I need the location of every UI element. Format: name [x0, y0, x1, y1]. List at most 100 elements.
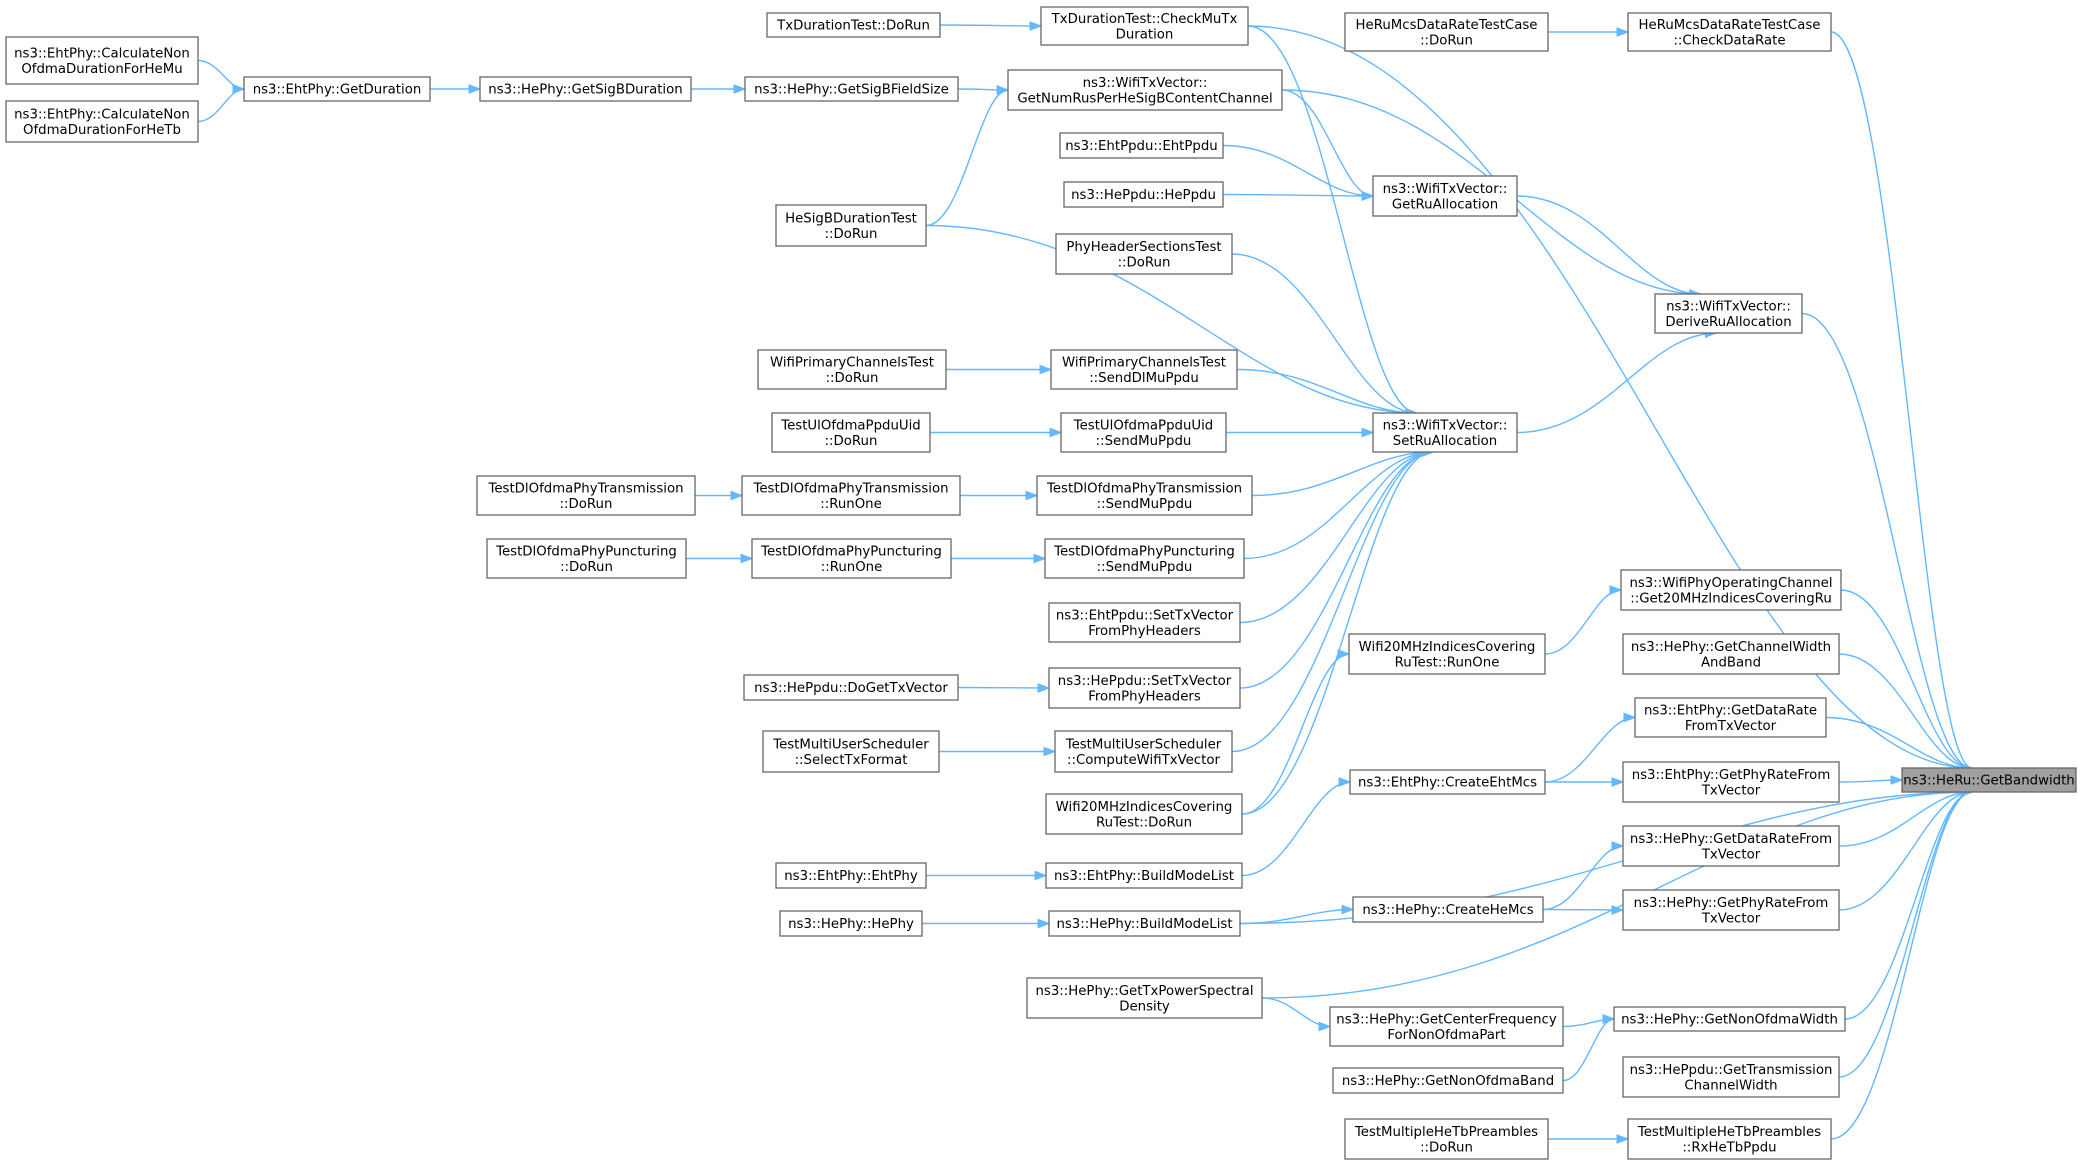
node-label: ns3::HePhy::HePhy: [788, 917, 914, 932]
function-node[interactable]: ns3::EhtPhy::CalculateNonOfdmaDurationFo…: [5, 100, 199, 143]
node-label: WifiPrimaryChannelsTest: [770, 355, 934, 370]
root-node[interactable]: ns3::HeRu::GetBandwidth: [1901, 767, 2077, 793]
node-label: ns3::HePhy::CreateHeMcs: [1362, 903, 1533, 918]
function-node[interactable]: TestMultipleHeTbPreambles::DoRun: [1344, 1118, 1549, 1160]
function-node[interactable]: PhyHeaderSectionsTest::DoRun: [1055, 233, 1233, 275]
node-box: [741, 475, 961, 516]
node-box: [5, 100, 199, 143]
function-node[interactable]: ns3::HePhy::GetCenterFrequencyForNonOfdm…: [1329, 1006, 1564, 1047]
function-node[interactable]: TestMultiUserScheduler::SelectTxFormat: [762, 730, 940, 773]
node-label: FromPhyHeaders: [1088, 624, 1201, 639]
edge-line: [939, 24, 1042, 27]
node-label: ::CheckDataRate: [1673, 33, 1785, 48]
node-box: [1622, 761, 1840, 803]
call-edge-dlPuncSend-to-setRuAlloc: [1243, 447, 1435, 560]
node-box: [486, 538, 687, 579]
node-box: [479, 76, 692, 102]
node-box: [762, 730, 940, 773]
node-label: ::ComputeWifiTxVector: [1067, 753, 1220, 768]
function-node[interactable]: ns3::HePhy::HePhy: [779, 910, 923, 937]
function-node[interactable]: WifiPrimaryChannelsTest::DoRun: [757, 349, 947, 390]
function-node[interactable]: TestDlOfdmaPhyTransmission::DoRun: [476, 475, 696, 516]
arrow-head-icon: [1602, 1014, 1616, 1024]
function-node[interactable]: HeRuMcsDataRateTestCase::DoRun: [1344, 12, 1549, 52]
node-box: [1007, 69, 1283, 111]
edge-line: [1247, 25, 1418, 414]
arrow-head-icon: [1616, 27, 1630, 37]
node-label: OfdmaDurationForHeMu: [21, 62, 182, 77]
node-label: ns3::HePpdu::DoGetTxVector: [754, 681, 948, 696]
function-node[interactable]: ns3::HePpdu::HePpdu: [1063, 181, 1224, 208]
edge-line: [1236, 368, 1418, 414]
edge-line: [1239, 451, 1434, 689]
function-node[interactable]: ns3::EhtPhy::GetDuration: [243, 76, 431, 102]
function-node[interactable]: ns3::WifiTxVector::SetRuAllocation: [1372, 412, 1518, 453]
node-box: [1344, 12, 1549, 52]
function-node[interactable]: ns3::HePhy::CreateHeMcs: [1352, 896, 1544, 923]
node-box: [757, 349, 947, 390]
call-edge-heSigBDoRun-to-getNumRus: [925, 85, 1010, 227]
function-node[interactable]: ns3::WifiTxVector::GetNumRusPerHeSigBCon…: [1007, 69, 1283, 111]
function-node[interactable]: ns3::HePhy::GetSigBDuration: [479, 76, 692, 102]
function-node[interactable]: TestDlOfdmaPhyTransmission::RunOne: [741, 475, 961, 516]
function-node[interactable]: TestMultipleHeTbPreambles::RxHeTbPpdu: [1627, 1118, 1832, 1160]
node-box: [766, 12, 941, 38]
function-node[interactable]: ns3::EhtPhy::EhtPhy: [775, 862, 927, 889]
node-label: ::DoRun: [1118, 255, 1171, 270]
function-node[interactable]: TestDlOfdmaPhyTransmission::SendMuPpdu: [1036, 475, 1253, 516]
node-label: GetRuAllocation: [1392, 197, 1498, 212]
call-edge-ehtBuild-to-ehtCreateMcs: [1241, 777, 1352, 877]
function-node[interactable]: TestDlOfdmaPhyPuncturing::RunOne: [751, 538, 952, 579]
function-node[interactable]: HeRuMcsDataRateTestCase::CheckDataRate: [1627, 12, 1832, 52]
node-label: HeSigBDurationTest: [785, 211, 917, 226]
node-box: [1048, 602, 1241, 643]
arrow-head-icon: [1029, 21, 1043, 31]
function-node[interactable]: TestDlOfdmaPhyPuncturing::DoRun: [486, 538, 687, 579]
function-node[interactable]: TestUlOfdmaPpduUid::SendMuPpdu: [1060, 412, 1227, 453]
function-node[interactable]: ns3::EhtPhy::CalculateNonOfdmaDurationFo…: [5, 36, 199, 85]
function-node[interactable]: ns3::WifiTxVector::DeriveRuAllocation: [1654, 293, 1803, 334]
function-node[interactable]: ns3::EhtPhy::BuildModeList: [1045, 862, 1243, 889]
edge-line: [1281, 89, 1374, 197]
function-node[interactable]: ns3::HePpdu::DoGetTxVector: [743, 674, 959, 701]
function-node[interactable]: ns3::EhtPpdu::EhtPpdu: [1059, 132, 1224, 159]
function-node[interactable]: TestDlOfdmaPhyPuncturing::SendMuPpdu: [1044, 538, 1245, 579]
function-node[interactable]: HeSigBDurationTest::DoRun: [775, 204, 927, 247]
node-box: [771, 412, 931, 453]
function-node[interactable]: WifiPrimaryChannelsTest::SendDlMuPpdu: [1050, 349, 1238, 390]
node-box: [744, 76, 959, 102]
node-label: ns3::HePhy::BuildModeList: [1056, 917, 1232, 932]
node-label: OfdmaDurationForHeTb: [23, 123, 181, 138]
function-node[interactable]: ns3::EhtPhy::CreateEhtMcs: [1349, 769, 1546, 795]
call-edge-primSendDl-to-setRuAlloc: [1236, 368, 1419, 418]
function-node[interactable]: TxDurationTest::DoRun: [766, 12, 941, 38]
function-node[interactable]: ns3::HePhy::BuildModeList: [1048, 910, 1241, 937]
node-label: ns3::EhtPhy::EhtPhy: [784, 869, 918, 884]
function-node[interactable]: TestUlOfdmaPpduUid::DoRun: [771, 412, 931, 453]
node-label: ::SendMuPpdu: [1096, 434, 1192, 449]
node-label: TestDlOfdmaPhyPuncturing: [1053, 544, 1235, 559]
node-box: [751, 538, 952, 579]
function-node[interactable]: TestMultiUserScheduler::ComputeWifiTxVec…: [1054, 730, 1233, 773]
node-label: ns3::EhtPhy::BuildModeList: [1054, 869, 1234, 884]
function-node[interactable]: ns3::HePhy::GetNonOfdmaWidth: [1613, 1006, 1846, 1032]
node-label: PhyHeaderSectionsTest: [1066, 240, 1221, 255]
function-node[interactable]: ns3::HePhy::GetSigBFieldSize: [744, 76, 959, 102]
function-node[interactable]: ns3::WifiTxVector::GetRuAllocation: [1372, 175, 1518, 217]
function-node[interactable]: ns3::HePhy::GetNonOfdmaBand: [1332, 1067, 1564, 1094]
arrow-head-icon: [1025, 490, 1039, 501]
function-node[interactable]: ns3::WifiPhyOperatingChannel::Get20MHzIn…: [1620, 569, 1842, 611]
